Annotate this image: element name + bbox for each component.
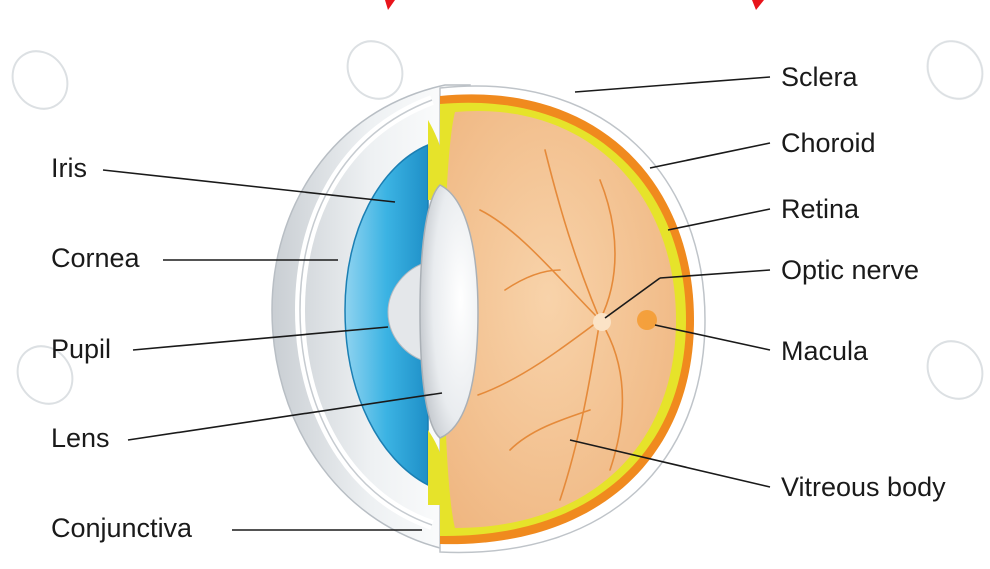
label-cornea: Cornea bbox=[51, 245, 140, 272]
label-optic-nerve: Optic nerve bbox=[781, 257, 919, 284]
label-choroid: Choroid bbox=[781, 130, 876, 157]
label-lens: Lens bbox=[51, 425, 110, 452]
sclera-line bbox=[575, 77, 770, 92]
label-retina: Retina bbox=[781, 196, 859, 223]
label-sclera: Sclera bbox=[781, 64, 858, 91]
label-macula: Macula bbox=[781, 338, 868, 365]
label-iris: Iris bbox=[51, 155, 87, 182]
title-fragment bbox=[385, 0, 764, 10]
choroid-line bbox=[650, 143, 770, 168]
label-pupil: Pupil bbox=[51, 336, 111, 363]
label-vitreous-body: Vitreous body bbox=[781, 474, 946, 501]
label-conjunctiva: Conjunctiva bbox=[51, 515, 192, 542]
macula-spot bbox=[637, 310, 657, 330]
